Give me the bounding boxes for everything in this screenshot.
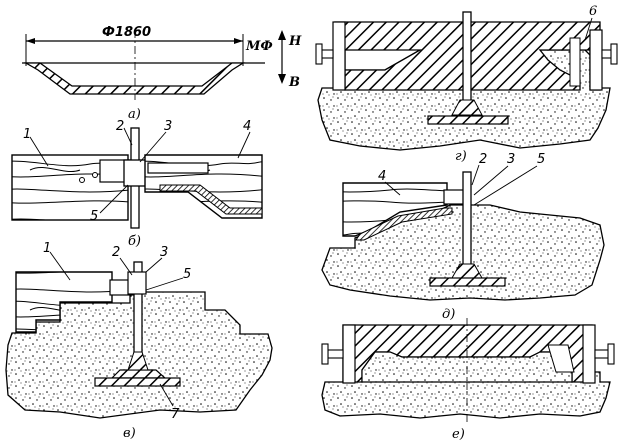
panel-v-label: в) bbox=[123, 426, 136, 441]
panel-a: Ф1860 МФ Н В а) bbox=[22, 25, 302, 122]
panel-a-label: а) bbox=[128, 107, 141, 122]
callout-1-v: 1 bbox=[43, 241, 51, 256]
clamp-screw-left-g bbox=[320, 49, 334, 59]
callout-3-v: 3 bbox=[160, 245, 168, 260]
panel-d: 4 2 3 5 д) bbox=[321, 152, 605, 322]
parting-mark: МФ bbox=[245, 39, 273, 54]
clamp-screw-left-e bbox=[327, 349, 344, 359]
panel-b-label: б) bbox=[128, 234, 141, 249]
callout-3: 3 bbox=[164, 119, 172, 134]
callout-5: 5 bbox=[90, 209, 98, 224]
direction-up-label: Н bbox=[288, 34, 302, 49]
panel-g: 6 г) bbox=[315, 4, 618, 164]
dimension-arrow-right bbox=[234, 38, 243, 44]
dimension-label: Ф1860 bbox=[102, 25, 151, 40]
arrow-down-icon bbox=[278, 74, 286, 84]
panel-e: е) bbox=[321, 318, 615, 442]
arrow-up-icon bbox=[278, 30, 286, 40]
casting-profile bbox=[23, 62, 246, 95]
callout-2-d: 2 bbox=[479, 152, 487, 167]
direction-down-label: В bbox=[288, 75, 300, 90]
callout-2-v: 2 bbox=[112, 245, 120, 260]
dimension-arrow-left bbox=[26, 38, 35, 44]
panel-b: 1 2 3 4 5 б) bbox=[11, 119, 263, 249]
callout-2: 2 bbox=[116, 119, 124, 134]
base-plate-g bbox=[427, 115, 509, 125]
panel-e-label: е) bbox=[452, 427, 465, 442]
callout-5-v: 5 bbox=[183, 267, 191, 282]
base-plate-d bbox=[429, 277, 506, 287]
panel-g-label: г) bbox=[455, 149, 467, 164]
callout-6: 6 bbox=[589, 4, 597, 19]
callout-4: 4 bbox=[243, 119, 251, 134]
base-plate-v bbox=[94, 377, 181, 387]
callout-4-d: 4 bbox=[378, 169, 386, 184]
callout-7: 7 bbox=[171, 407, 180, 422]
callout-3-d: 3 bbox=[507, 152, 515, 167]
callout-5-d: 5 bbox=[537, 152, 545, 167]
panel-v: 1 2 3 5 7 в) bbox=[5, 241, 273, 441]
template-bolt bbox=[147, 162, 209, 174]
spindle-clamp bbox=[123, 159, 147, 187]
panel-d-label: д) bbox=[442, 307, 455, 322]
callout-1: 1 bbox=[23, 127, 31, 142]
clamp-screw-right-e bbox=[594, 349, 610, 359]
template-board-d bbox=[342, 182, 448, 237]
